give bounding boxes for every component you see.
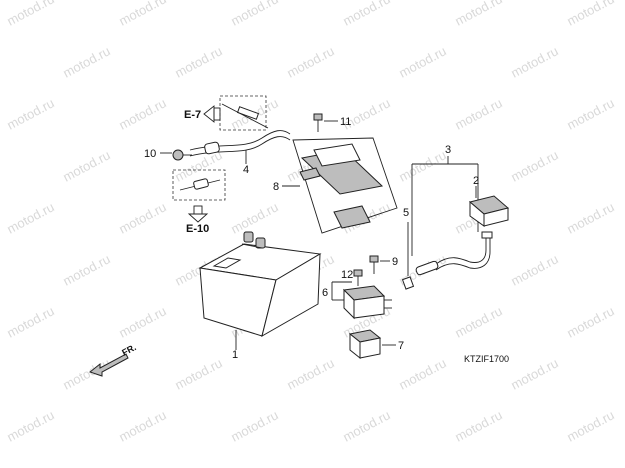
watermark-text-38: motod.ru <box>564 303 616 340</box>
watermark-text-16: motod.ru <box>564 95 616 132</box>
callout-1: 1 <box>232 349 238 361</box>
rubber-pad-small <box>299 167 321 181</box>
callout-3: 3 <box>445 144 451 156</box>
relay-bolt-12 <box>353 269 363 286</box>
relay-rubber-boot <box>348 329 382 360</box>
watermark-text-8: motod.ru <box>284 43 336 80</box>
watermark-text-11: motod.ru <box>4 95 56 132</box>
watermark-text-22: motod.ru <box>4 199 56 236</box>
reference-e10: E-10 <box>186 205 209 235</box>
terminal-cover <box>468 195 510 227</box>
callout-12: 12 <box>341 269 353 281</box>
watermark-text-23: motod.ru <box>116 199 168 236</box>
reference-e7-label: E-7 <box>184 109 201 121</box>
watermark-text-10: motod.ru <box>508 43 560 80</box>
diagram-code: KTZIF1700 <box>464 354 509 364</box>
watermark-text-46: motod.ru <box>228 407 280 444</box>
watermark-text-39: motod.ru <box>60 355 112 392</box>
watermark-text-48: motod.ru <box>452 407 504 444</box>
watermark-text-0: motod.ru <box>4 0 56 29</box>
callout-7: 7 <box>398 340 404 352</box>
watermark-text-27: motod.ru <box>564 199 616 236</box>
watermark-text-28: motod.ru <box>60 251 112 288</box>
watermark-text-5: motod.ru <box>564 0 616 29</box>
negative-battery-cable <box>189 103 291 157</box>
watermark-text-3: motod.ru <box>340 0 392 29</box>
watermark-text-42: motod.ru <box>396 355 448 392</box>
watermark-text-32: motod.ru <box>508 251 560 288</box>
watermark-text-6: motod.ru <box>60 43 112 80</box>
rubber-pad-large <box>333 205 371 229</box>
callout-2: 2 <box>473 175 479 187</box>
watermark-text-44: motod.ru <box>4 407 56 444</box>
callout-4: 4 <box>243 164 249 176</box>
positive-battery-cable <box>415 231 493 276</box>
watermark-text-49: motod.ru <box>564 407 616 444</box>
watermark-text-12: motod.ru <box>116 95 168 132</box>
callout-6: 6 <box>322 287 328 299</box>
callout-8: 8 <box>273 181 279 193</box>
watermark-text-34: motod.ru <box>116 303 168 340</box>
callout-9: 9 <box>392 256 398 268</box>
watermark-text-43: motod.ru <box>508 355 560 392</box>
watermark-text-45: motod.ru <box>116 407 168 444</box>
reference-e7: E-7 <box>184 105 221 123</box>
reference-e10-label: E-10 <box>186 223 209 235</box>
battery-terminal-right <box>255 237 266 249</box>
terminal-bolt-5 <box>401 276 415 290</box>
watermark-text-47: motod.ru <box>340 407 392 444</box>
battery-bracket-group <box>292 137 398 234</box>
front-direction-label: FR. <box>120 342 137 358</box>
watermark-text-7: motod.ru <box>172 43 224 80</box>
watermark-text-1: motod.ru <box>116 0 168 29</box>
watermark-text-2: motod.ru <box>228 0 280 29</box>
bolt-11 <box>313 113 323 132</box>
watermark-text-20: motod.ru <box>396 147 448 184</box>
watermark-text-21: motod.ru <box>508 147 560 184</box>
callout-5: 5 <box>403 207 409 219</box>
battery-terminal-left <box>243 231 254 243</box>
watermark-text-9: motod.ru <box>396 43 448 80</box>
cable-end-detail <box>179 178 221 191</box>
watermark-text-24: motod.ru <box>228 199 280 236</box>
bolt-9 <box>369 255 379 274</box>
detail-box-lower <box>172 169 226 201</box>
callout-10: 10 <box>144 148 156 160</box>
starter-relay <box>342 285 392 320</box>
watermark-text-41: motod.ru <box>284 355 336 392</box>
bolt-10 <box>172 149 192 161</box>
watermark-text-37: motod.ru <box>452 303 504 340</box>
watermark-text-4: motod.ru <box>452 0 504 29</box>
bracket-group-outline <box>292 137 398 234</box>
battery <box>198 231 322 338</box>
callout-11: 11 <box>340 116 351 128</box>
watermark-text-15: motod.ru <box>452 95 504 132</box>
watermark-text-17: motod.ru <box>60 147 112 184</box>
watermark-text-40: motod.ru <box>172 355 224 392</box>
watermark-text-33: motod.ru <box>4 303 56 340</box>
